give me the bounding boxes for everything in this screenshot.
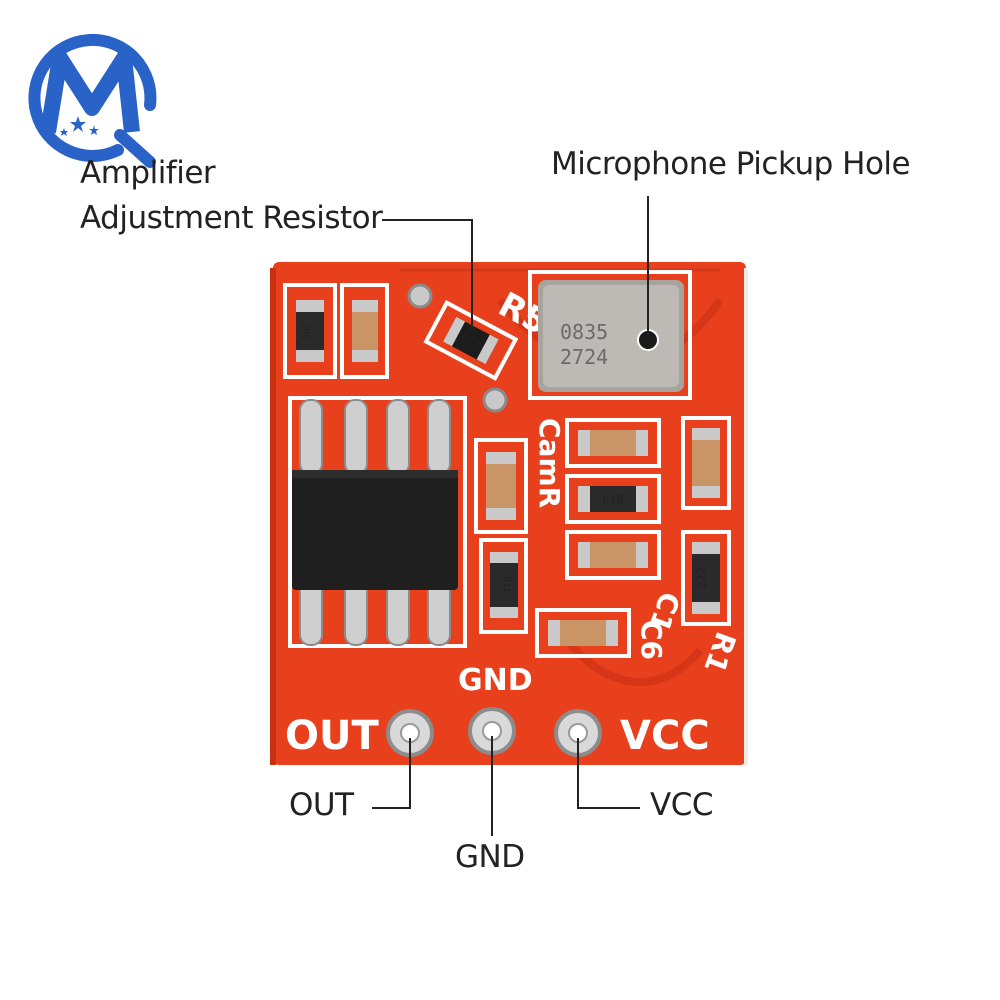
smd-cap-c6 bbox=[535, 608, 631, 658]
smd-cap-right-1 bbox=[565, 418, 661, 468]
leader-out bbox=[372, 738, 411, 809]
callout-amplifier-line1: Amplifier bbox=[80, 155, 216, 191]
callout-vcc: VCC bbox=[650, 787, 714, 823]
smd-cap-mid-upper bbox=[474, 438, 528, 534]
smd-cap-plain bbox=[340, 283, 389, 379]
via-2 bbox=[482, 387, 508, 413]
r5-resistor: 473 bbox=[423, 300, 519, 381]
microphone: 0835 2724 bbox=[528, 270, 692, 400]
smd-cap-30c: 30C bbox=[283, 283, 337, 379]
via-1 bbox=[407, 283, 433, 309]
res-mid-code: 01B bbox=[602, 493, 624, 507]
callout-amplifier-line2: Adjustment Resistor bbox=[80, 200, 383, 236]
callout-gnd: GND bbox=[455, 839, 525, 875]
silk-gnd: GND bbox=[458, 663, 533, 698]
mic-code-2: 2724 bbox=[560, 345, 608, 369]
silk-vcc: VCC bbox=[620, 713, 710, 759]
silk-camr: CamR bbox=[533, 418, 566, 508]
silk-out: OUT bbox=[285, 713, 379, 759]
brand-logo bbox=[28, 33, 157, 168]
smd-cap-01c: 01C bbox=[479, 538, 528, 634]
smd-cap-right-3 bbox=[565, 530, 661, 580]
pin-holes bbox=[386, 707, 602, 757]
cap-mid-code: 01C bbox=[501, 576, 512, 594]
smd-res-222: 222 bbox=[681, 530, 731, 626]
amplifier-ic bbox=[288, 396, 467, 648]
smd-res-01b: 01B bbox=[565, 474, 661, 524]
leader-amplifier bbox=[382, 219, 473, 330]
callout-out: OUT bbox=[289, 787, 354, 823]
leader-vcc bbox=[577, 738, 640, 809]
leader-lines bbox=[372, 196, 649, 836]
callout-microphone: Microphone Pickup Hole bbox=[551, 146, 911, 182]
cap-top-left-code: 30C bbox=[302, 322, 313, 340]
silk-c6: C6 bbox=[635, 620, 668, 660]
smd-cap-far-right bbox=[681, 416, 731, 510]
mic-code-1: 0835 bbox=[560, 320, 608, 344]
res-right-code: 222 bbox=[695, 567, 709, 589]
